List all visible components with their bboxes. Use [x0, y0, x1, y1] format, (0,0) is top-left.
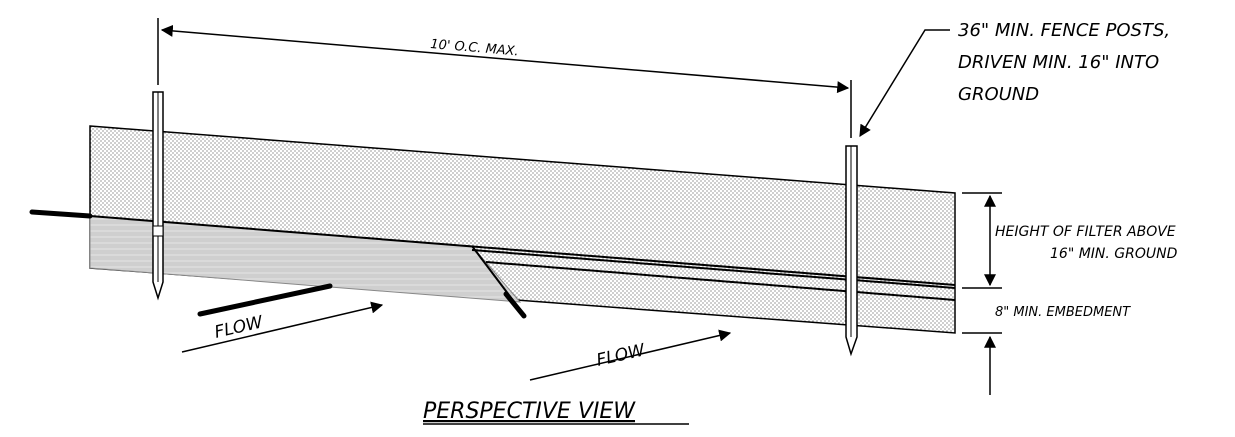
height-note-line2: 16" MIN. GROUND	[1050, 246, 1178, 262]
flow-arrow-left	[181, 301, 384, 353]
flow-label-right: FLOW	[595, 340, 648, 371]
posts-note-line2: DRIVEN MIN. 16" INTO	[958, 52, 1159, 73]
trench-slope-thick	[503, 291, 527, 319]
ground-line-upper-2	[471, 249, 956, 289]
ground-line-left	[29, 209, 93, 219]
ground-line-front	[197, 283, 333, 317]
posts-leader-line	[859, 29, 950, 138]
posts-note-line1: 36" MIN. FENCE POSTS,	[958, 20, 1170, 41]
flow-arrow-right	[529, 329, 732, 381]
ground-line-upper	[89, 215, 956, 286]
left-post-clip	[152, 225, 164, 237]
spacing-dimension-line	[160, 24, 850, 94]
view-title: PERSPECTIVE VIEW	[423, 399, 636, 424]
spacing-label: 10' O.C. MAX.	[430, 37, 520, 59]
height-note-line1: HEIGHT OF FILTER ABOVE	[995, 224, 1176, 240]
embedment-note: 8" MIN. EMBEDMENT	[995, 305, 1131, 320]
posts-note-line3: GROUND	[958, 84, 1039, 105]
ground-line-lower	[485, 261, 956, 301]
